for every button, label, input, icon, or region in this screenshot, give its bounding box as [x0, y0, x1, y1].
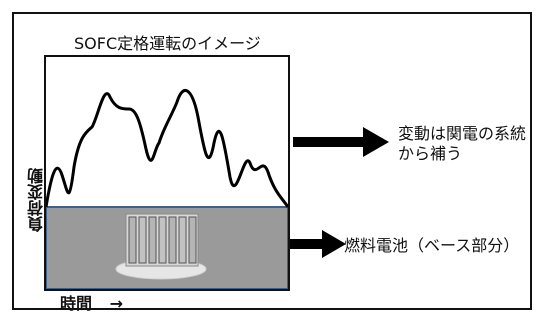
- base-load-arrow: [290, 230, 346, 258]
- chart-area: [44, 55, 290, 291]
- variable-load-annotation: 変動は関電の系統 から補う: [398, 124, 526, 164]
- x-axis-text: 時間: [60, 294, 93, 313]
- server-rack-icon: [115, 213, 207, 280]
- y-axis-label: 負荷変動: [27, 168, 46, 232]
- diagram-title: SOFC定格運転のイメージ: [74, 34, 261, 53]
- load-curve: [46, 88, 288, 208]
- base-load-annotation: 燃料電池（ベース部分）: [344, 236, 520, 255]
- chart-svg: [46, 88, 288, 289]
- variable-load-line-1: 変動は関電の系統: [398, 124, 527, 143]
- x-axis-label: 時間 →: [60, 290, 123, 314]
- variable-load-arrow: [293, 127, 389, 157]
- x-axis-arrow-glyph: →: [109, 294, 123, 313]
- variable-load-line-2: から補う: [398, 144, 463, 163]
